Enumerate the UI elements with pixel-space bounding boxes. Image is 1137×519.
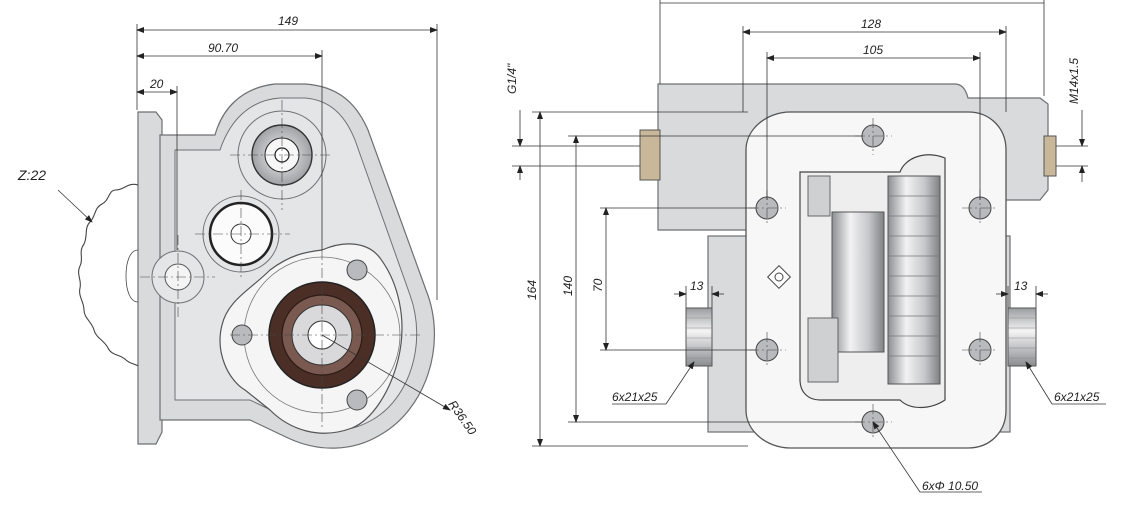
bearing (831, 211, 885, 353)
dim-bolt-spacing-outer: 128 (861, 17, 881, 31)
dim-overall-width: 149 (278, 14, 298, 28)
gear-teeth (888, 195, 940, 357)
spline-right: 6x21x25 (1054, 390, 1100, 404)
bolt-holes-callout: 6xΦ 10.50 (922, 479, 978, 493)
dim-bolt-spacing-inner: 105 (863, 43, 883, 57)
gear-label: Z:22 (17, 167, 46, 183)
flange-bolt-hole (346, 389, 368, 411)
left-view: 149 90.70 20 Z:22 R36.50 (17, 14, 480, 449)
spline-left: 6x21x25 (612, 390, 658, 404)
gear-hub (125, 249, 139, 303)
main-gear (887, 175, 941, 385)
flange-bolt-hole (346, 259, 368, 281)
left-spline-shaft (685, 307, 713, 367)
port-fitting (639, 129, 661, 181)
mounting-flange (137, 111, 163, 445)
dim-plug-thread: M14x1.5 (1067, 58, 1081, 104)
drain-plug (766, 264, 792, 290)
spur-gear-profile (78, 183, 139, 367)
dim-center-offset: 90.70 (208, 41, 238, 55)
right-view: 128 105 164 140 70 G1/4" M14x1.5 (505, 0, 1106, 493)
dim-shaft-length-left: 13 (690, 279, 704, 293)
dim-shaft-length-right: 13 (1014, 279, 1028, 293)
right-spline-shaft (1007, 307, 1037, 367)
dim-height-bolts: 140 (561, 276, 575, 296)
dim-flange: 20 (149, 77, 164, 91)
dim-height-inner: 70 (591, 278, 605, 292)
dim-height-total: 164 (525, 280, 539, 300)
plug-fitting (1043, 135, 1057, 177)
dim-port-thread: G1/4" (505, 63, 519, 94)
dim-radius: R36.50 (446, 398, 480, 438)
